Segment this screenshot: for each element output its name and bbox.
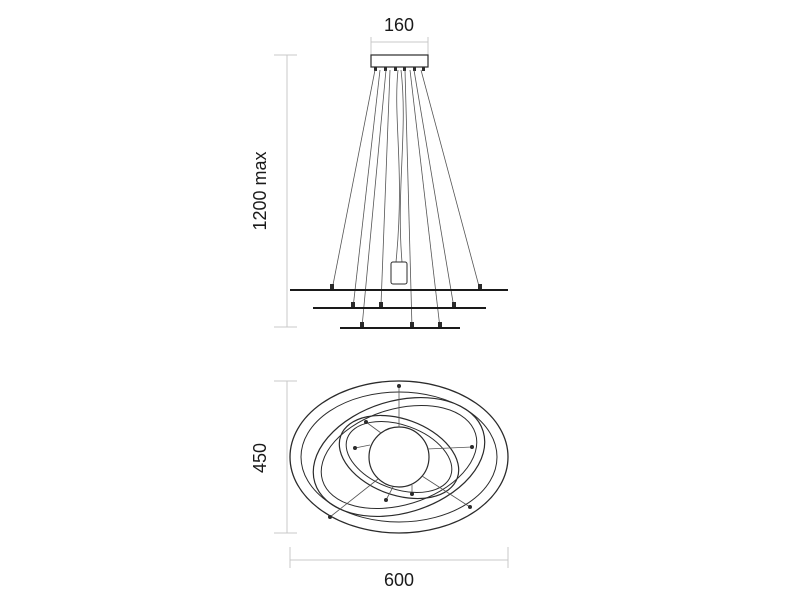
suspension-cables (331, 69, 481, 329)
canopy-fixings (374, 67, 425, 71)
side-view: 160 (250, 15, 508, 329)
power-cable (395, 69, 404, 263)
canopy-width-label: 160 (384, 15, 414, 35)
canopy-dimension: 160 (370, 15, 429, 55)
ring-middle-plan (312, 396, 486, 518)
central-diffuser (368, 426, 430, 488)
driver-box (390, 261, 408, 285)
depth-dimension: 450 (250, 380, 297, 534)
plan-view: 450 600 (250, 380, 509, 590)
ring-inner-plan (338, 414, 460, 500)
ring-side-views (290, 289, 508, 329)
plan-cables (329, 386, 473, 518)
plan-clamps (328, 384, 474, 519)
width-label: 600 (384, 570, 414, 590)
cable-clamps (330, 284, 482, 327)
width-dimension: 600 (289, 547, 509, 590)
height-dimension: 1200 max (250, 54, 297, 328)
ceiling-canopy (370, 54, 429, 68)
depth-label: 450 (250, 443, 270, 473)
drop-height-label: 1200 max (250, 151, 270, 230)
ring-outer-plan (289, 380, 509, 534)
